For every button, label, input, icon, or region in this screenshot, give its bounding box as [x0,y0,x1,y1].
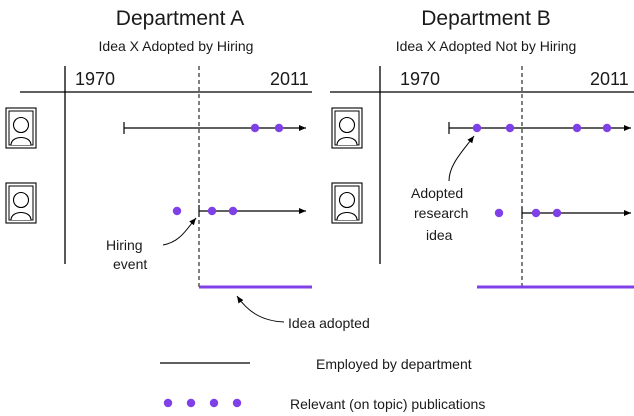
publication-dot [228,206,238,216]
panel-department-b: Department B Idea X Adopted Not by Hirin… [330,7,634,289]
publication-dot [552,208,562,218]
legend-publication-dot [232,398,242,408]
panel-a-title: Department A [116,7,244,30]
hiring-event-label-line-1: Hiring [106,237,143,253]
publication-dot [494,208,504,218]
person-avatar-icon [5,182,37,224]
publication-dot [207,206,217,216]
legend-publication-dot [186,398,196,408]
panel-b-year-end: 2011 [590,69,629,89]
adopted-idea-arrow-icon [448,135,475,182]
hiring-event-label-line-2: event [113,256,147,272]
idea-adopted-arrow-icon [236,295,285,323]
person-avatar-icon [5,107,37,149]
adopted-idea-label-line-2: research [414,205,468,221]
hiring-event-arrow-icon [162,217,197,246]
publication-dot [602,123,612,133]
panel-a-subtitle: Idea X Adopted by Hiring [99,38,254,54]
panel-b-title: Department B [421,7,551,30]
publication-dot [531,208,541,218]
panel-a-year-end: 2011 [270,69,309,89]
legend-publication-dot [163,398,173,408]
idea-adopted-label: Idea adopted [288,315,370,331]
person-avatar-icon [331,182,363,224]
publication-dot [572,123,582,133]
adopted-idea-label-line-1: Adopted [411,185,463,201]
panel-b-year-start: 1970 [400,69,440,89]
publication-dot [172,206,182,216]
publication-dot [250,123,260,133]
publication-dot [274,123,284,133]
publication-dot [472,123,482,133]
legend-publication-dot [209,398,219,408]
person-avatar-icon [331,107,363,149]
publication-dot [505,123,515,133]
legend-employed-label: Employed by department [316,356,472,372]
adopted-idea-label-line-3: idea [426,227,453,243]
legend: Employed by department Relevant (on topi… [160,356,485,412]
panel-a-year-start: 1970 [75,69,115,89]
panel-department-a: Department A Idea X Adopted by Hiring 19… [5,7,312,289]
panel-b-subtitle: Idea X Adopted Not by Hiring [396,38,577,54]
legend-publications-label: Relevant (on topic) publications [290,396,485,412]
